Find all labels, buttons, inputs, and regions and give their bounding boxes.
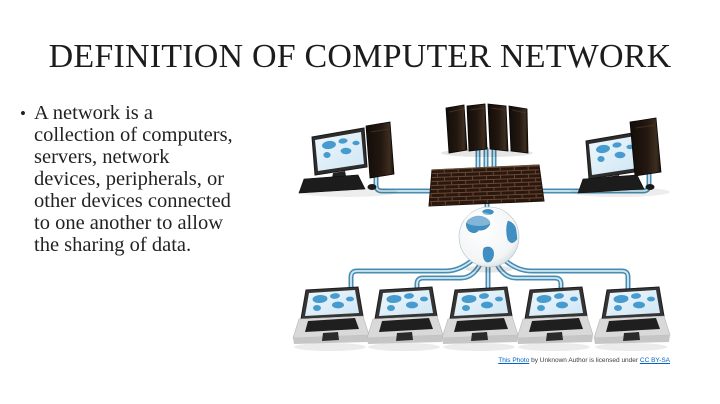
bullet-line: to one another to allow	[34, 212, 224, 234]
laptop-icon-2	[366, 286, 444, 352]
attribution-text: by Unknown Author is licensed under	[529, 357, 640, 364]
bullet-line: devices, peripherals, or	[34, 168, 225, 190]
bullet-line: collection of computers,	[34, 124, 233, 146]
network-cables	[348, 146, 652, 295]
firewall-brick-wall-icon	[428, 164, 545, 207]
bullet-line: A network is a	[34, 102, 153, 124]
this-photo-link[interactable]: This Photo	[498, 357, 530, 364]
laptop-icon-3	[441, 286, 519, 352]
license-link[interactable]: CC BY-SA	[639, 357, 670, 364]
laptop-icon-5	[593, 286, 671, 352]
bullet-line: other devices connected	[34, 190, 231, 212]
desktop-computer-right-icon	[570, 117, 670, 197]
bullet-paragraph: • A network is a collection of computers…	[20, 102, 292, 256]
bullet-line: servers, network	[34, 146, 170, 168]
bullet-text: A network is a collection of computers, …	[34, 102, 233, 256]
bullet-marker: •	[20, 104, 26, 123]
bullet-line: the sharing of data.	[34, 234, 192, 256]
desktop-computer-left-icon	[298, 121, 398, 197]
server-rack-icon	[441, 103, 533, 157]
photo-attribution: This Photo by Unknown Author is licensed…	[470, 357, 670, 364]
globe-icon	[458, 206, 520, 273]
laptop-icon-4	[516, 286, 594, 352]
slide-title: DEFINITION OF COMPUTER NETWORK	[48, 38, 672, 75]
laptop-icon-1	[292, 286, 370, 352]
